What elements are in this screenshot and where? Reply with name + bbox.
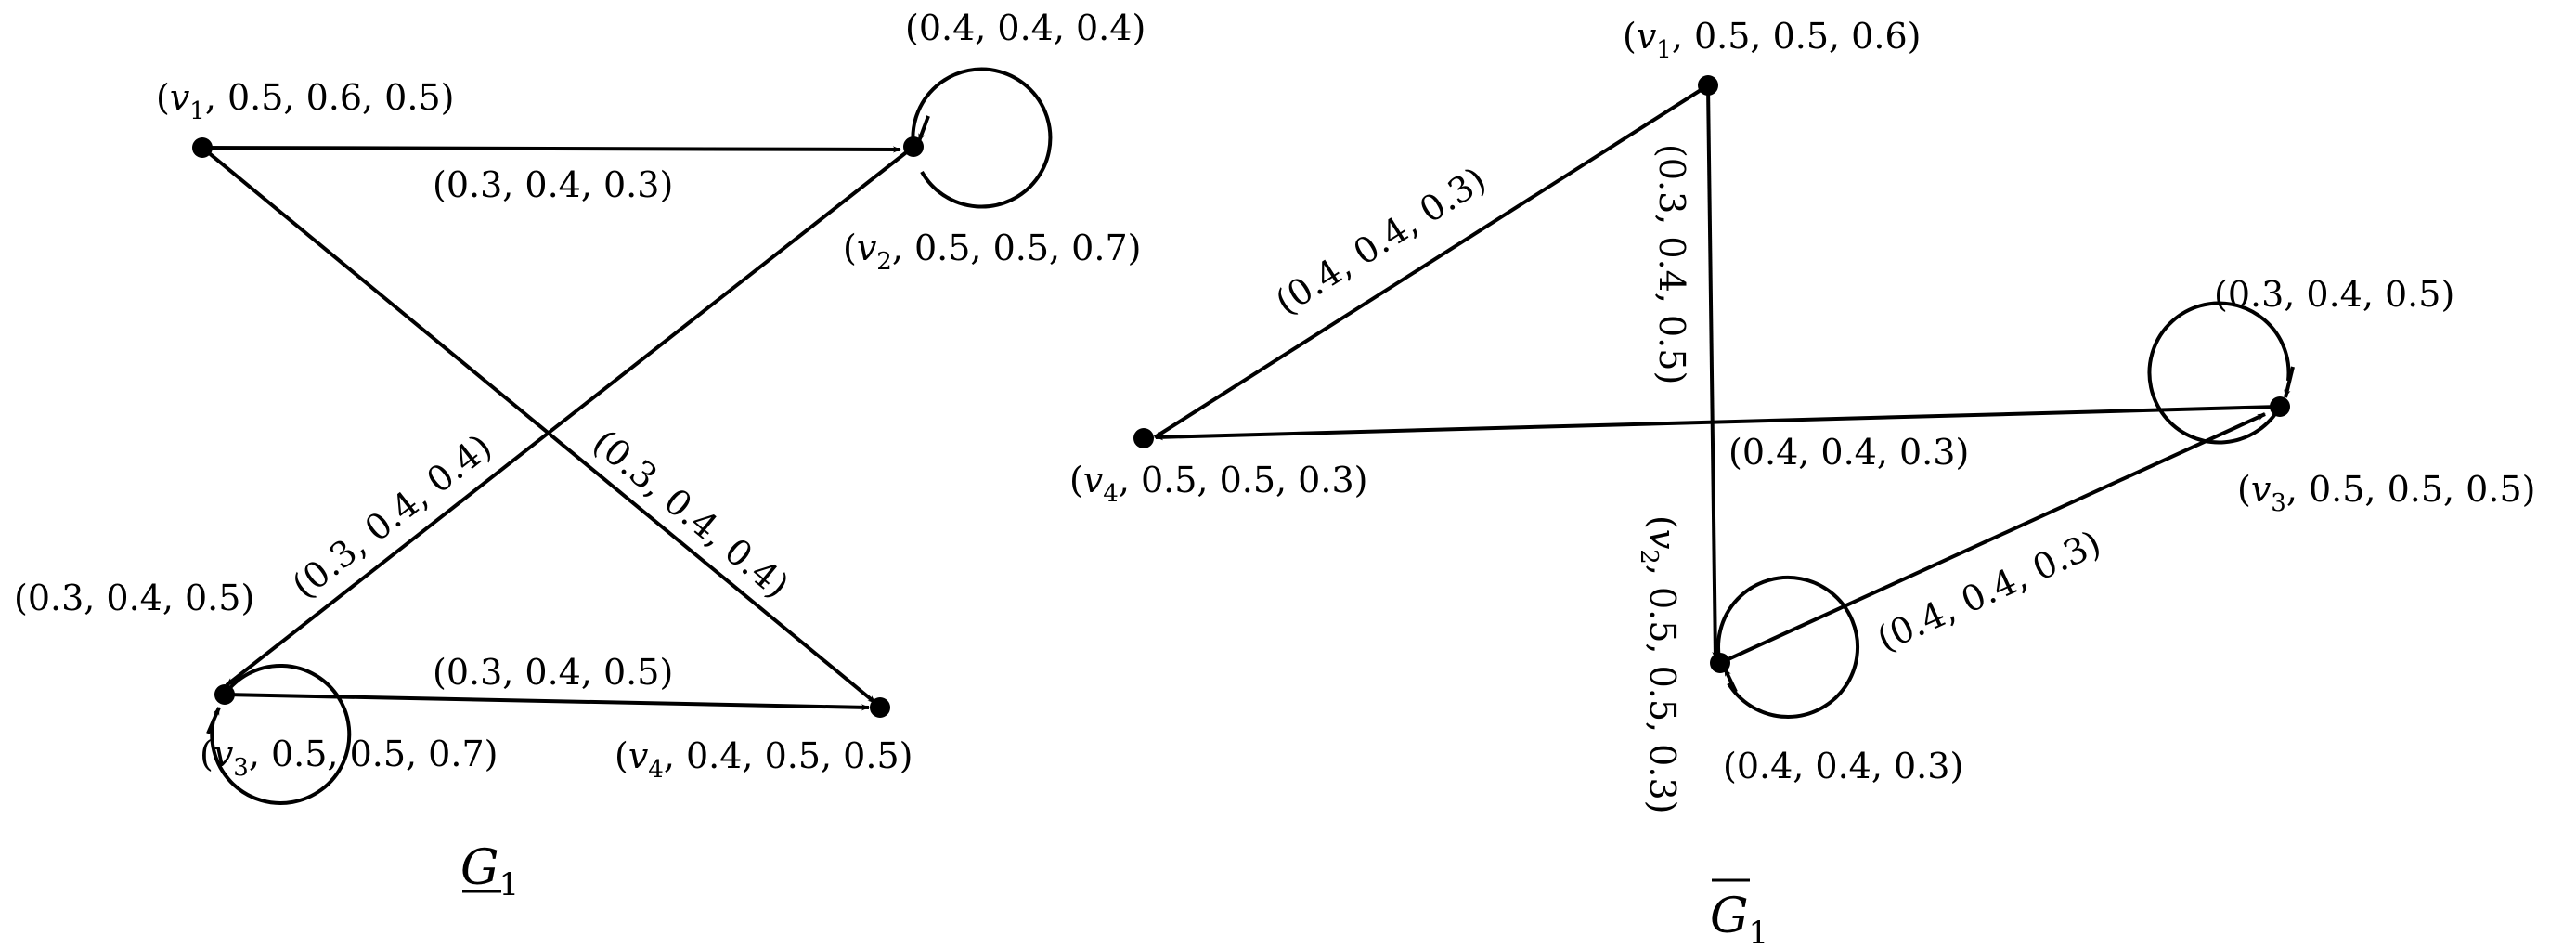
loop-g1-v2	[911, 67, 1053, 209]
node-g1-v2	[903, 136, 924, 157]
node-label-g1-v1: (v1, 0.5, 0.6, 0.5)	[156, 77, 454, 125]
edge-g1bar-v1-v4	[1153, 84, 1710, 439]
loop-g1bar-v2	[1716, 575, 1860, 719]
node-label-g1-v3: (v3, 0.5, 0.5, 0.7)	[200, 734, 498, 782]
graph-g1: (v1, 0.5, 0.6, 0.5) (v2, 0.5, 0.5, 0.7) …	[14, 7, 1146, 904]
edge-label-g1-v2-v3: (0.3, 0.4, 0.4)	[284, 426, 498, 606]
graph-title-g1: G1	[460, 840, 519, 904]
edge-g1-v2-v3	[225, 145, 915, 687]
loop-label-g1-v2: (0.4, 0.4, 0.4)	[905, 7, 1146, 48]
graph-title-g1-bar: G1	[1710, 878, 1768, 949]
node-g1bar-v3	[2270, 396, 2290, 417]
svg-text:G1: G1	[1710, 889, 1768, 949]
loop-g1bar-v3	[2147, 301, 2291, 445]
edge-label-g1-v1-v2: (0.3, 0.4, 0.3)	[433, 164, 673, 205]
edge-label-g1bar-v1-v2: (0.3, 0.4, 0.5)	[1651, 144, 1692, 384]
svg-text:G1: G1	[460, 840, 519, 904]
node-g1-v3	[214, 684, 235, 705]
edge-g1bar-v1-v2	[1706, 84, 1719, 660]
edge-label-g1bar-v1-v4: (0.4, 0.4, 0.3)	[1268, 159, 1493, 322]
node-g1bar-v2	[1710, 653, 1730, 673]
edge-g1bar-v3-v4	[1155, 405, 2281, 441]
node-g1-v1	[192, 137, 213, 158]
loop-g1-v3	[210, 663, 352, 805]
graph-g1-bar: (v1, 0.5, 0.5, 0.6) (v2, 0.5, 0.5, 0.3) …	[1069, 16, 2535, 949]
edge-g1-v3-v4	[224, 693, 870, 711]
node-g1bar-v4	[1133, 428, 1154, 448]
node-g1-v4	[870, 697, 890, 718]
node-g1bar-v1	[1698, 75, 1718, 96]
edge-label-g1bar-v3-v4: (0.4, 0.4, 0.3)	[1728, 432, 1969, 473]
edge-label-g1-v1-v4: (0.3, 0.4, 0.4)	[585, 422, 796, 606]
edge-g1-v1-v2	[201, 146, 901, 153]
loop-label-g1bar-v2: (0.4, 0.4, 0.3)	[1723, 746, 1963, 786]
loop-label-g1-v3: (0.3, 0.4, 0.5)	[14, 578, 254, 618]
node-label-g1-v4: (v4, 0.4, 0.5, 0.5)	[615, 735, 913, 784]
node-label-g1bar-v3: (v3, 0.5, 0.5, 0.5)	[2237, 469, 2535, 517]
node-label-g1bar-v2: (v2, 0.5, 0.5, 0.3)	[1635, 515, 1683, 813]
node-label-g1bar-v4: (v4, 0.5, 0.5, 0.3)	[1069, 460, 1367, 508]
node-label-g1-v2: (v2, 0.5, 0.5, 0.7)	[843, 228, 1141, 276]
edge-g1bar-v2-v3	[1719, 412, 2266, 665]
loop-label-g1bar-v3: (0.3, 0.4, 0.5)	[2214, 274, 2454, 315]
edge-label-g1-v3-v4: (0.3, 0.4, 0.5)	[433, 652, 673, 693]
edge-g1-v1-v4	[201, 146, 877, 705]
node-label-g1bar-v1: (v1, 0.5, 0.5, 0.6)	[1623, 16, 1921, 64]
edge-label-g1bar-v2-v3: (0.4, 0.4, 0.3)	[1871, 523, 2106, 660]
